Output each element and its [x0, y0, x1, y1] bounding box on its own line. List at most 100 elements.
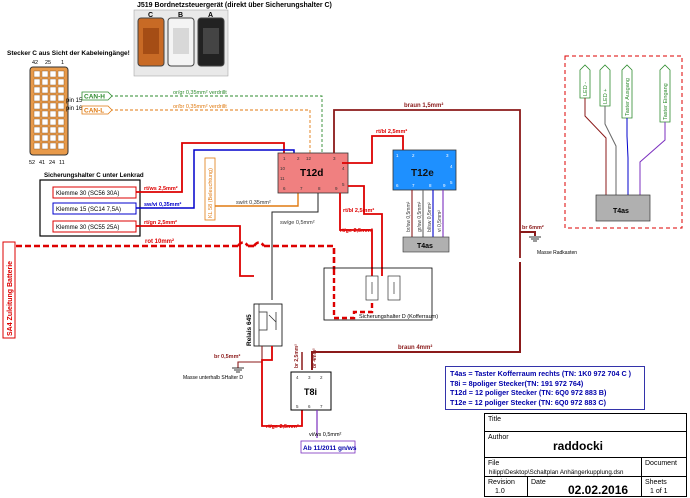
- svg-text:7: 7: [300, 186, 303, 191]
- svg-text:9: 9: [335, 186, 338, 191]
- stecker-c-pin: [41, 78, 49, 86]
- rt-ge-bottom-wire: [261, 346, 303, 427]
- br-4-label: br 4mm²: [312, 348, 318, 368]
- can-h-wire: [110, 95, 323, 155]
- t12e-label: T12e: [411, 168, 434, 179]
- tb-document-label: Document: [645, 460, 677, 467]
- rt-ge-label: rt/ge 2,5mm²: [340, 227, 373, 234]
- pin-52: 52: [29, 160, 35, 166]
- sa4-label: SA4 Zuleitung Batterie: [7, 261, 14, 336]
- can-l-label: CAN-L: [84, 108, 104, 115]
- stecker-c-pin: [57, 70, 65, 78]
- svg-text:2: 2: [297, 156, 300, 161]
- tb-author-label: Author: [488, 434, 509, 441]
- t12e-t4as-wires: [411, 190, 444, 238]
- svg-text:7: 7: [320, 404, 323, 409]
- braun-1-5-wire: [333, 109, 521, 258]
- sw-ge-label: sw/ge 0,5mm²: [280, 220, 315, 226]
- stecker-c-pin: [49, 126, 57, 134]
- stecker-c-pin: [33, 118, 41, 126]
- stecker-c-pin: [33, 110, 41, 118]
- t4as-tag-wire: [626, 118, 629, 195]
- stecker-c-pin: [41, 118, 49, 126]
- pin-42: 42: [32, 60, 38, 66]
- rt-ws-label: rt/ws 2,5mm²: [144, 185, 178, 192]
- svg-text:5: 5: [296, 404, 299, 409]
- tb-author-value: raddocki: [553, 439, 604, 453]
- stecker-c-pin: [49, 102, 57, 110]
- klemme30a-label: Klemme 30 (SC56 30A): [56, 191, 119, 197]
- svg-text:2: 2: [412, 153, 415, 158]
- vi-mid-label: vi 0,5mm²: [437, 210, 443, 232]
- br-6mm-wire: [520, 231, 536, 236]
- can-l-wire-label: or/br 0,35mm² verdrillt: [173, 104, 227, 110]
- t4as-tag-label: Taster Ausgang: [625, 78, 631, 116]
- stecker-c-pin: [41, 86, 49, 94]
- sw-vi-label: sw/vi 0,35mm²: [144, 201, 181, 208]
- connector-letter-c: C: [148, 12, 153, 19]
- stecker-c-pin: [57, 78, 65, 86]
- stecker-c-pin: [41, 102, 49, 110]
- stecker-c-pin: [33, 134, 41, 142]
- stecker-c-title: Stecker C aus Sicht der Kabeleingänge!: [7, 50, 130, 57]
- tb-date-label: Date: [531, 479, 546, 486]
- legend-line-1: T4as = Taster Kofferraum rechts (TN: 1K0…: [450, 369, 632, 378]
- stecker-c-pin: [57, 86, 65, 94]
- braun-4mm-wire: [311, 262, 521, 370]
- relais-symbol: [258, 304, 277, 346]
- t4as-tag: [659, 64, 671, 123]
- stecker-c-pin: [49, 118, 57, 126]
- t8i-label: T8i: [304, 387, 317, 397]
- tb-author-cell: Author raddocki: [484, 431, 687, 458]
- rt-bl-mid-label: rt/bl 2,5mm²: [343, 207, 374, 214]
- fuse-holder-d-label: Sicherungshalter D (Kofferraum): [359, 314, 438, 320]
- stecker-c-pin: [57, 110, 65, 118]
- stecker-c-pin: [49, 70, 57, 78]
- fuse-holder-c-title: Sicherungshalter C unter Lenkrad: [44, 172, 144, 179]
- stecker-c-pin: [49, 86, 57, 94]
- stecker-c-pin: [57, 142, 65, 150]
- svg-text:11: 11: [280, 176, 285, 181]
- svg-text:6: 6: [308, 404, 311, 409]
- vi-ws-bottom-label: vi/ws 0,5mm²: [309, 432, 342, 438]
- can-l-tag: [81, 105, 113, 115]
- j519-connector-photo: [133, 9, 229, 77]
- braun-4mm-label: braun 4mm²: [398, 344, 432, 351]
- pin-1: 1: [61, 60, 64, 66]
- tb-title-cell: Title: [484, 413, 687, 432]
- rt-gn-wire: [136, 225, 254, 277]
- klemme15-label: Klemme 15 (SC14 7,5A): [56, 207, 121, 213]
- sw-ge-wire: [271, 193, 319, 300]
- t4as-tag-wire: [639, 122, 666, 195]
- svg-text:8: 8: [318, 186, 321, 191]
- t4as-tag-label: Taster Eingang: [663, 83, 669, 120]
- svg-text:4: 4: [342, 166, 345, 171]
- tb-sheets-label: Sheets: [645, 479, 667, 486]
- t12d-connector: [277, 152, 349, 194]
- pin-11: 11: [59, 160, 65, 166]
- bl-sw-label: bl/sw 0,5mm²: [427, 202, 433, 232]
- stecker-c-pin: [57, 126, 65, 134]
- stecker-c-pin: [33, 70, 41, 78]
- stecker-c-pin: [41, 70, 49, 78]
- tb-revision-label: Revision: [488, 479, 515, 486]
- sa4-battery-tag: [2, 241, 16, 339]
- pin-16-label: pin 16: [66, 106, 83, 112]
- t4as-mid-label: T4as: [417, 243, 433, 250]
- fuse-holder-d: [323, 267, 433, 321]
- stecker-c-pin: [49, 94, 57, 102]
- klemme30b-label: Klemme 30 (SC55 25A): [56, 225, 119, 231]
- svg-text:1: 1: [283, 156, 286, 161]
- stecker-c-pin: [57, 134, 65, 142]
- braun-1-5-label: braun 1,5mm²: [404, 102, 443, 109]
- stecker-c-pin: [57, 94, 65, 102]
- j519-title: J519 Bordnetzsteuergerät (direkt über Si…: [137, 2, 332, 9]
- t4as-tag-wire: [604, 106, 617, 195]
- stecker-c-pin: [41, 94, 49, 102]
- svg-text:8: 8: [429, 183, 432, 188]
- legend-line-2: T8i = 8poliger Stecker(TN: 191 972 764): [450, 378, 584, 388]
